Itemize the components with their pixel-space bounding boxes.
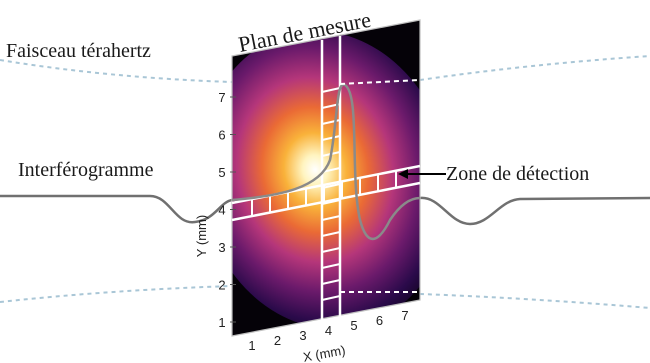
x-tick-label: 4 <box>325 323 332 338</box>
x-tick-label: 7 <box>401 308 408 323</box>
vertical-strip-cell-divider <box>321 247 341 253</box>
y-tick-label: 5 <box>218 165 225 180</box>
measurement-plane <box>231 19 421 337</box>
vertical-strip-cell-divider <box>321 135 341 141</box>
vertical-strip-cell-divider <box>321 231 341 237</box>
beam-outline-lower-left <box>0 285 233 303</box>
y-tick-label: 2 <box>218 278 225 293</box>
x-tick-label: 3 <box>299 328 306 343</box>
vertical-strip-cell-divider <box>321 87 341 93</box>
y-axis-label: Y (mm) <box>194 215 209 257</box>
x-tick-label: 2 <box>274 333 281 348</box>
guide-top <box>339 79 421 85</box>
detection-zone-arrowhead <box>398 169 408 179</box>
y-tick-label: 6 <box>218 128 225 143</box>
y-tick-label: 3 <box>218 240 225 255</box>
interferogram-in-plane <box>231 83 421 241</box>
y-tick-label: 1 <box>218 315 225 330</box>
y-tick-label: 4 <box>218 203 225 218</box>
vertical-strip-cell-divider <box>321 199 341 205</box>
vertical-strip-cell-divider <box>321 295 341 301</box>
x-axis-label: X (mm) <box>302 342 347 363</box>
beam-outline-lower-right <box>419 293 650 309</box>
beam-heatmap <box>232 30 420 330</box>
x-tick-label: 1 <box>248 338 255 353</box>
y-axis-ticks: 1 2 3 4 5 6 7 <box>218 90 236 330</box>
beam-outline-upper-right <box>419 55 650 81</box>
vertical-strip-cell-divider <box>321 263 341 269</box>
beam-outline-upper-left <box>0 59 233 83</box>
beam-label: Faisceau térahertz <box>6 40 151 62</box>
plane-border <box>231 19 421 337</box>
detection-zone-label: Zone de détection <box>446 163 589 185</box>
x-axis-ticks: 1 2 3 4 5 6 7 <box>248 308 408 353</box>
x-tick-label: 6 <box>376 313 383 328</box>
y-tick-label: 7 <box>218 90 225 105</box>
vertical-strip-cell-divider <box>321 215 341 221</box>
vertical-strip-cell-divider <box>321 119 341 125</box>
interferogram-left <box>0 194 233 224</box>
vertical-strip-cell-divider <box>321 279 341 285</box>
x-tick-label: 5 <box>350 318 357 333</box>
interferogram-label: Interférogramme <box>18 159 154 181</box>
horizontal-strip-cells <box>251 170 397 217</box>
interferogram-right <box>419 196 650 226</box>
